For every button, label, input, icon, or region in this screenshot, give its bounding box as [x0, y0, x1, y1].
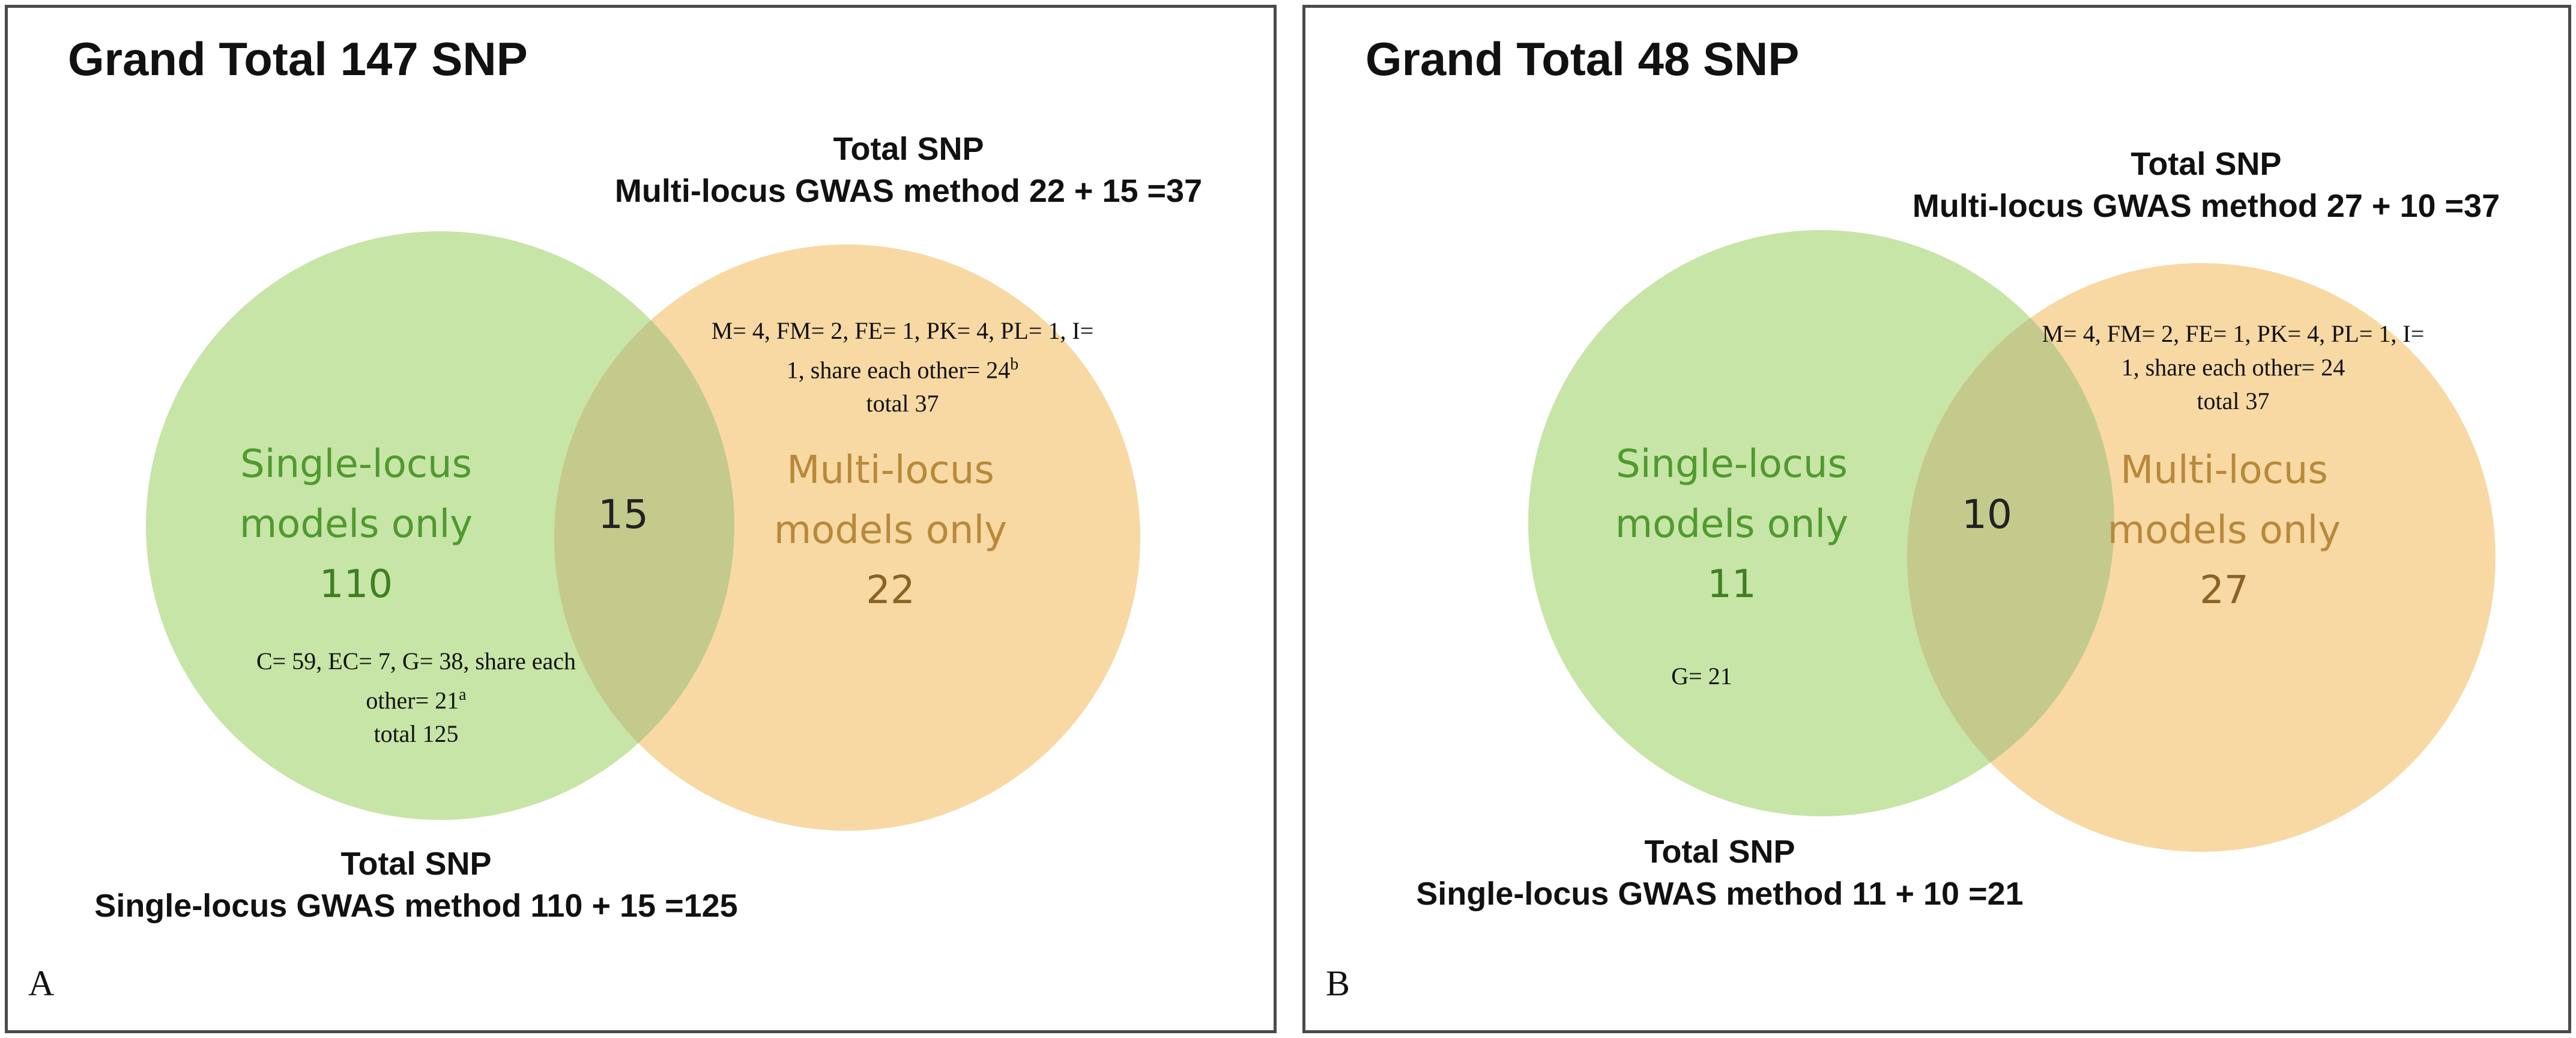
- footnote-mark-a: a: [459, 685, 467, 704]
- multi-locus-label: Multi-locus models only 22: [710, 440, 1071, 621]
- venn-diagram-b: [1528, 230, 2496, 852]
- overlap-count: 10: [1962, 491, 2012, 538]
- panel-label-b: B: [1326, 964, 1350, 1003]
- grand-total-title: Grand Total 147 SNP: [68, 32, 528, 85]
- multi-locus-total-label: Total SNP Multi-locus GWAS method 27 + 1…: [1912, 146, 2500, 224]
- multi-locus-count: 22: [866, 568, 915, 613]
- venn-diagram-a: [146, 231, 1140, 831]
- multi-locus-count: 27: [2200, 568, 2249, 613]
- single-locus-breakdown: G= 21: [1671, 663, 1732, 690]
- multi-locus-breakdown: M= 4, FM= 2, FE= 1, PK= 4, PL= 1, I= 1, …: [2042, 320, 2425, 414]
- single-locus-count: 110: [319, 562, 393, 607]
- multi-locus-total-label: Total SNP Multi-locus GWAS method 22 + 1…: [614, 131, 1203, 209]
- single-locus-label: Single-locus models only 110: [176, 434, 536, 615]
- single-locus-label: Single-locus models only 11: [1552, 434, 1912, 615]
- grand-total-title: Grand Total 48 SNP: [1365, 32, 1800, 85]
- footnote-mark-b: b: [1010, 355, 1019, 374]
- overlap-count: 15: [598, 491, 649, 538]
- single-locus-total-label: Total SNP Single-locus GWAS method 110 +…: [94, 846, 738, 924]
- single-locus-count: 11: [1707, 562, 1756, 607]
- venn-panel-a: Grand Total 147 SNP Total SNP Multi-locu…: [5, 5, 1277, 1033]
- single-locus-breakdown: C= 59, EC= 7, G= 38, share each other= 2…: [256, 648, 576, 748]
- venn-panel-b: Grand Total 48 SNP Total SNP Multi-locus…: [1302, 5, 2571, 1033]
- multi-locus-breakdown: M= 4, FM= 2, FE= 1, PK= 4, PL= 1, I= 1, …: [711, 317, 1094, 417]
- multi-locus-label: Multi-locus models only 27: [2044, 440, 2404, 621]
- panel-label-a: A: [28, 964, 55, 1003]
- single-locus-total-label: Total SNP Single-locus GWAS method 11 + …: [1416, 834, 2024, 912]
